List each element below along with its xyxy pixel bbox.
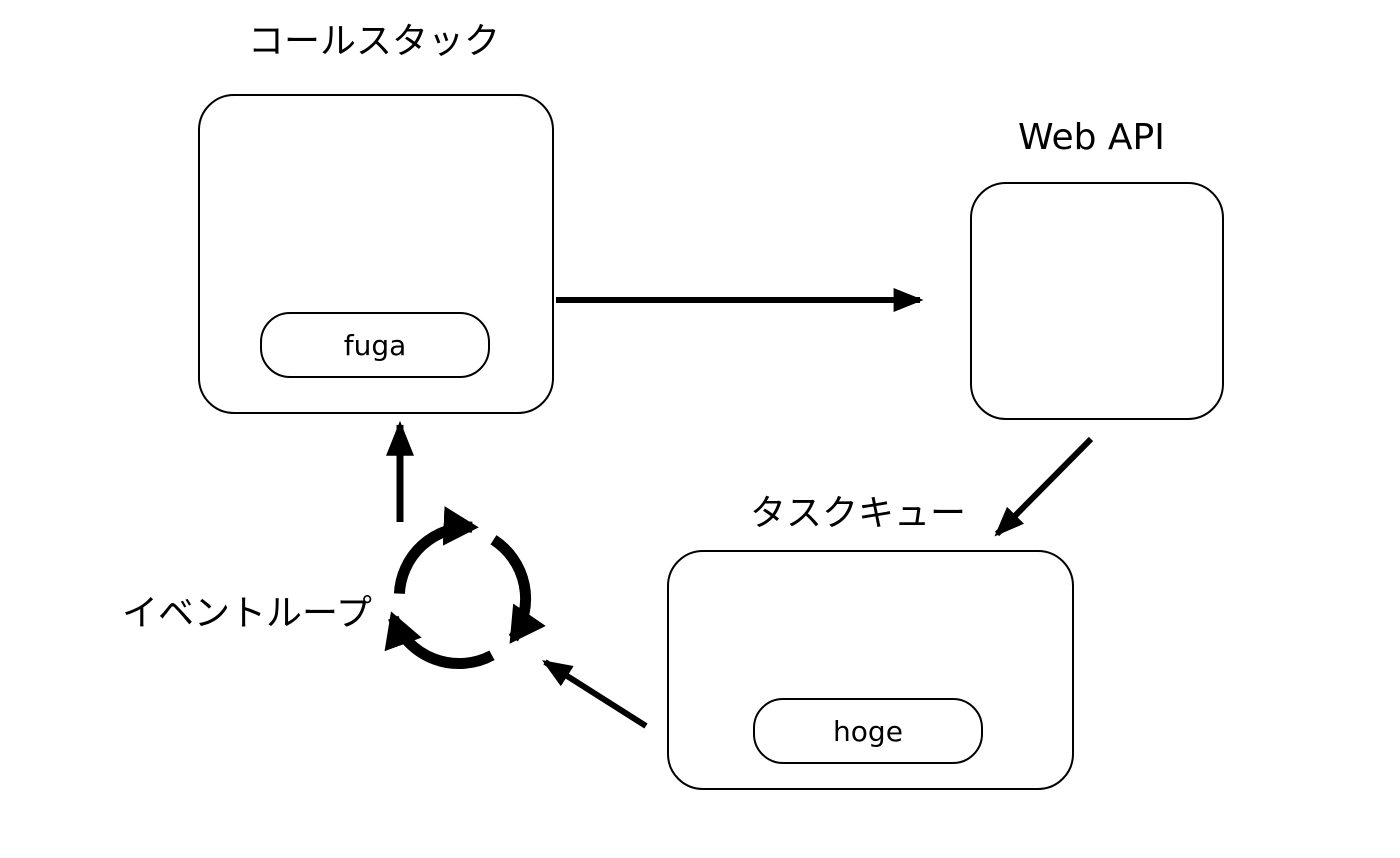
task-queue-item-hoge: hoge — [753, 698, 983, 764]
arrow-webapi-to-taskqueue — [994, 436, 1094, 537]
event-loop-cycle-icon — [384, 506, 546, 670]
web-api-box — [970, 182, 1224, 420]
event-loop-label: イベントループ — [122, 593, 372, 634]
task-queue-title: タスクキュー — [750, 493, 967, 534]
arrow-taskqueue-to-eventloop — [541, 659, 648, 729]
web-api-title: Web API — [1018, 117, 1165, 158]
call-stack-title: コールスタック — [248, 21, 501, 62]
call-stack-item-fuga: fuga — [260, 312, 490, 378]
